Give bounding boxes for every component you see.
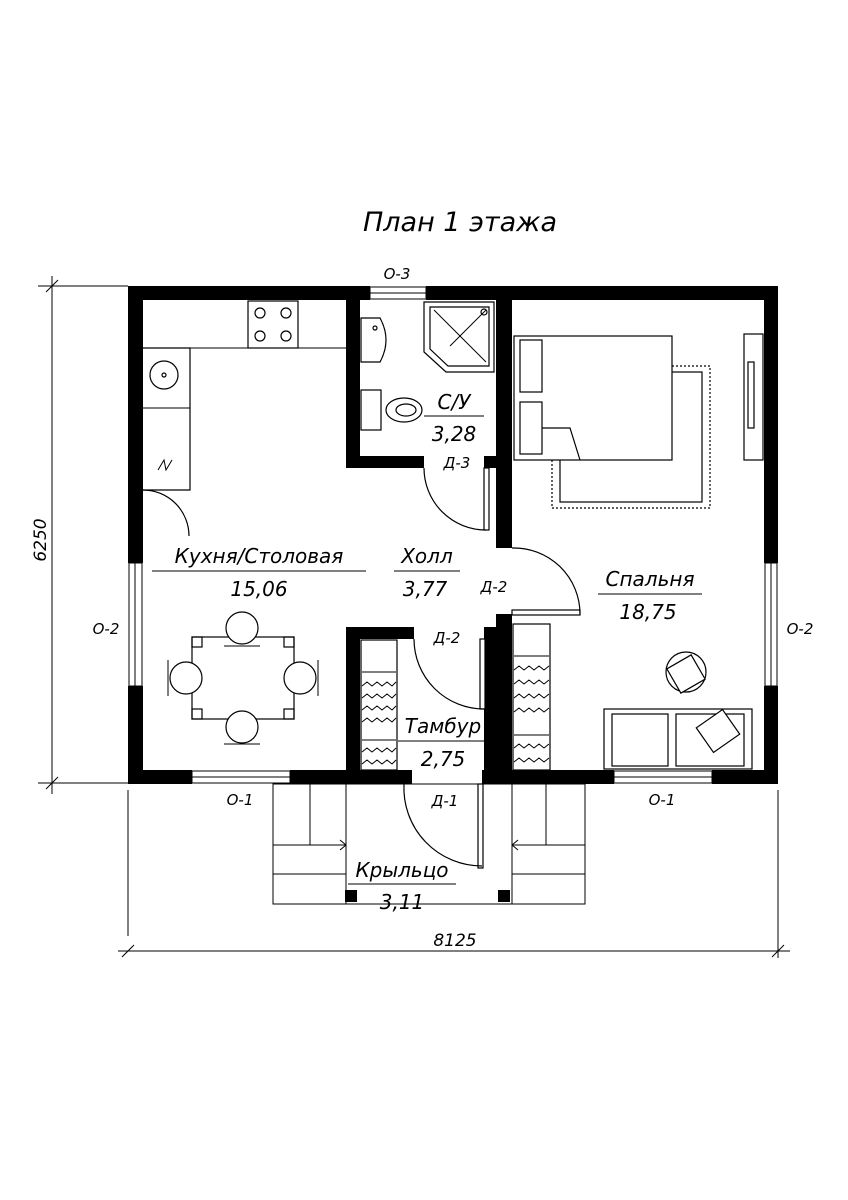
porch-steps: [272, 783, 586, 905]
tv-icon: [743, 333, 764, 461]
room-name: С/У: [438, 390, 473, 414]
room-area: 3,11: [380, 890, 425, 914]
window-tag-top: О-3: [384, 265, 411, 283]
room-label-porch: Крыльцо 3,11: [348, 858, 456, 914]
shower-icon: [423, 301, 495, 373]
room-label-hall: Холл 3,77: [394, 544, 460, 601]
bed-icon: [513, 335, 673, 461]
door-tag-hall-bedroom: Д-2: [480, 578, 508, 596]
stove-icon: [247, 300, 299, 349]
washbasin-icon: [360, 317, 387, 363]
chair-icon: [167, 611, 319, 745]
window-tag-bottom-left: О-1: [227, 791, 254, 809]
kitchen-sink-icon: [149, 360, 179, 390]
window-tag-left: О-2: [93, 620, 120, 638]
room-name: Холл: [400, 544, 453, 568]
room-area: 3,28: [432, 422, 477, 446]
room-label-kitchen: Кухня/Столовая 15,06: [152, 544, 366, 601]
room-name: Кухня/Столовая: [175, 544, 344, 568]
room-area: 15,06: [230, 577, 287, 601]
walls: [128, 286, 778, 784]
room-name: Тамбур: [405, 714, 481, 738]
room-area: 3,77: [403, 577, 448, 601]
sofa-icon: [603, 708, 753, 770]
armchair-icon: [665, 651, 707, 694]
wardrobe-icon: [512, 623, 551, 771]
kitchen-counter: [142, 347, 346, 537]
room-name: Спальня: [606, 567, 695, 591]
door-tag-hall-vestibule: Д-2: [433, 629, 461, 647]
plan-title: План 1 этажа: [363, 207, 557, 238]
door-tag-entry: Д-1: [431, 792, 459, 810]
room-label-bedroom: Спальня 18,75: [598, 567, 702, 624]
dining-table-icon: [191, 636, 295, 720]
room-label-vestibule: Тамбур 2,75: [398, 714, 488, 771]
height-dimension: 6250: [31, 518, 51, 561]
width-dimension: 8125: [433, 931, 476, 951]
windows: [128, 286, 778, 784]
toilet-icon: [360, 389, 423, 431]
room-name: Крыльцо: [355, 858, 448, 882]
room-area: 18,75: [619, 600, 676, 624]
room-label-bathroom: С/У 3,28: [424, 390, 484, 446]
window-tag-bottom-right: О-1: [649, 791, 676, 809]
fridge-icon: [157, 458, 173, 472]
dimension-lines: [38, 276, 790, 958]
window-tag-right: О-2: [787, 620, 814, 638]
room-area: 2,75: [421, 747, 466, 771]
wardrobe-icon: [360, 639, 398, 771]
door-tag-bathroom: Д-3: [443, 454, 471, 472]
